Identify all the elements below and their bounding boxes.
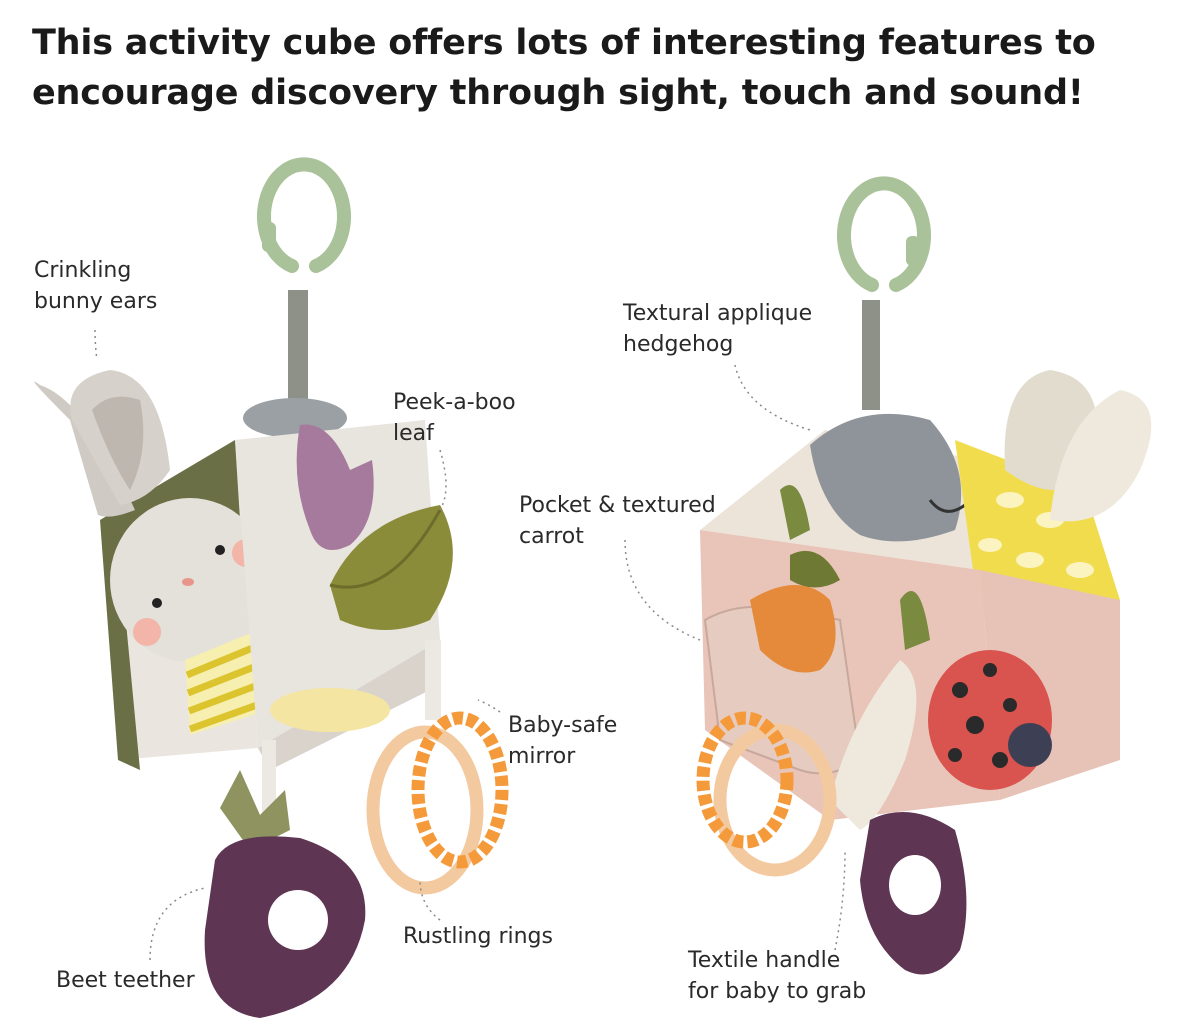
callout-peekaboo-line2: leaf	[393, 421, 434, 446]
right-bunny-ear-2	[1050, 390, 1152, 522]
headline-line-2: encourage discovery through sight, touch…	[32, 73, 1084, 113]
leader-hedgehog	[734, 364, 811, 431]
bunny-eye-left	[152, 598, 162, 608]
tulip-flower	[296, 424, 374, 550]
callout-crinkling-bunny-ears: Crinkling bunny ears	[34, 255, 157, 317]
callout-bunny-ears-line2: bunny ears	[34, 289, 158, 314]
left-clip-latch	[262, 222, 276, 252]
ladybug-spots	[948, 663, 1017, 768]
callout-mirror-line1: Baby-safe	[508, 713, 618, 738]
carrot-leaves	[790, 550, 840, 588]
leader-bunny-ears	[94, 329, 98, 361]
left-strap	[288, 290, 308, 400]
hedgehog-applique	[810, 413, 962, 542]
right-beet-teether	[860, 812, 967, 975]
leader-mirror	[477, 699, 501, 713]
callout-hedgehog-line1: Textural applique	[623, 301, 813, 326]
right-face-leaf-2	[900, 591, 930, 650]
callout-beet-line1: Beet teether	[56, 968, 195, 993]
callout-peekaboo-leaf: Peek-a-boo leaf	[393, 387, 516, 449]
beet-teether	[204, 770, 366, 1018]
textured-carrot	[750, 585, 836, 673]
callout-pocket-line1: Pocket & textured	[519, 493, 716, 518]
peekaboo-leaf-vein	[329, 509, 442, 589]
leader-rustling-rings	[419, 879, 441, 921]
callout-hedgehog-line2: hedgehog	[623, 332, 734, 357]
callout-textural-hedgehog: Textural applique hedgehog	[623, 298, 812, 360]
right-face-leaf-1	[780, 485, 810, 540]
ladybug-head	[1008, 723, 1052, 767]
leader-peekaboo-leaf	[439, 449, 447, 511]
bunny-ear-inner	[92, 396, 144, 490]
callout-mirror-line2: mirror	[508, 744, 576, 769]
callout-bunny-ears-line1: Crinkling	[34, 258, 132, 283]
leader-beet-teether	[149, 887, 206, 961]
callout-rustling-rings: Rustling rings	[403, 921, 553, 952]
left-top-tuft	[243, 398, 347, 438]
bunny-nose	[182, 578, 194, 586]
callout-peekaboo-line1: Peek-a-boo	[393, 390, 516, 415]
right-clip-ring	[837, 176, 931, 292]
left-face-olive-side	[100, 520, 140, 770]
callout-pocket-carrot: Pocket & textured carrot	[519, 490, 716, 552]
callout-handle-line1: Textile handle	[688, 948, 841, 973]
callout-baby-safe-mirror: Baby-safe mirror	[508, 710, 617, 772]
hedgehog-smile	[928, 499, 966, 513]
leader-textile-handle	[834, 849, 846, 951]
right-rustling-rings	[696, 711, 837, 877]
textile-handle	[830, 660, 917, 830]
callout-textile-handle: Textile handle for baby to grab	[688, 945, 866, 1007]
left-mirror-visible	[270, 688, 390, 732]
bunny-cheek-left	[133, 618, 161, 646]
left-ring-ribbon	[425, 640, 441, 720]
callout-pocket-line2: carrot	[519, 524, 584, 549]
page-headline: This activity cube offers lots of intere…	[32, 18, 1152, 118]
callout-leaders	[94, 329, 846, 961]
leader-pocket-carrot	[624, 539, 701, 641]
callout-rings-line1: Rustling rings	[403, 924, 553, 949]
bunny-eye-right	[215, 545, 225, 555]
headline-line-1: This activity cube offers lots of intere…	[32, 23, 1096, 63]
left-rustling-rings	[366, 711, 509, 895]
right-activity-cube	[696, 176, 1152, 975]
callout-handle-line2: for baby to grab	[688, 979, 867, 1004]
right-clip-latch	[906, 236, 920, 266]
left-activity-cube	[34, 157, 509, 1018]
yellow-face-dots	[978, 492, 1094, 578]
callout-beet-teether: Beet teether	[56, 965, 195, 996]
left-clip-ring	[257, 157, 351, 273]
right-strap	[862, 300, 880, 410]
